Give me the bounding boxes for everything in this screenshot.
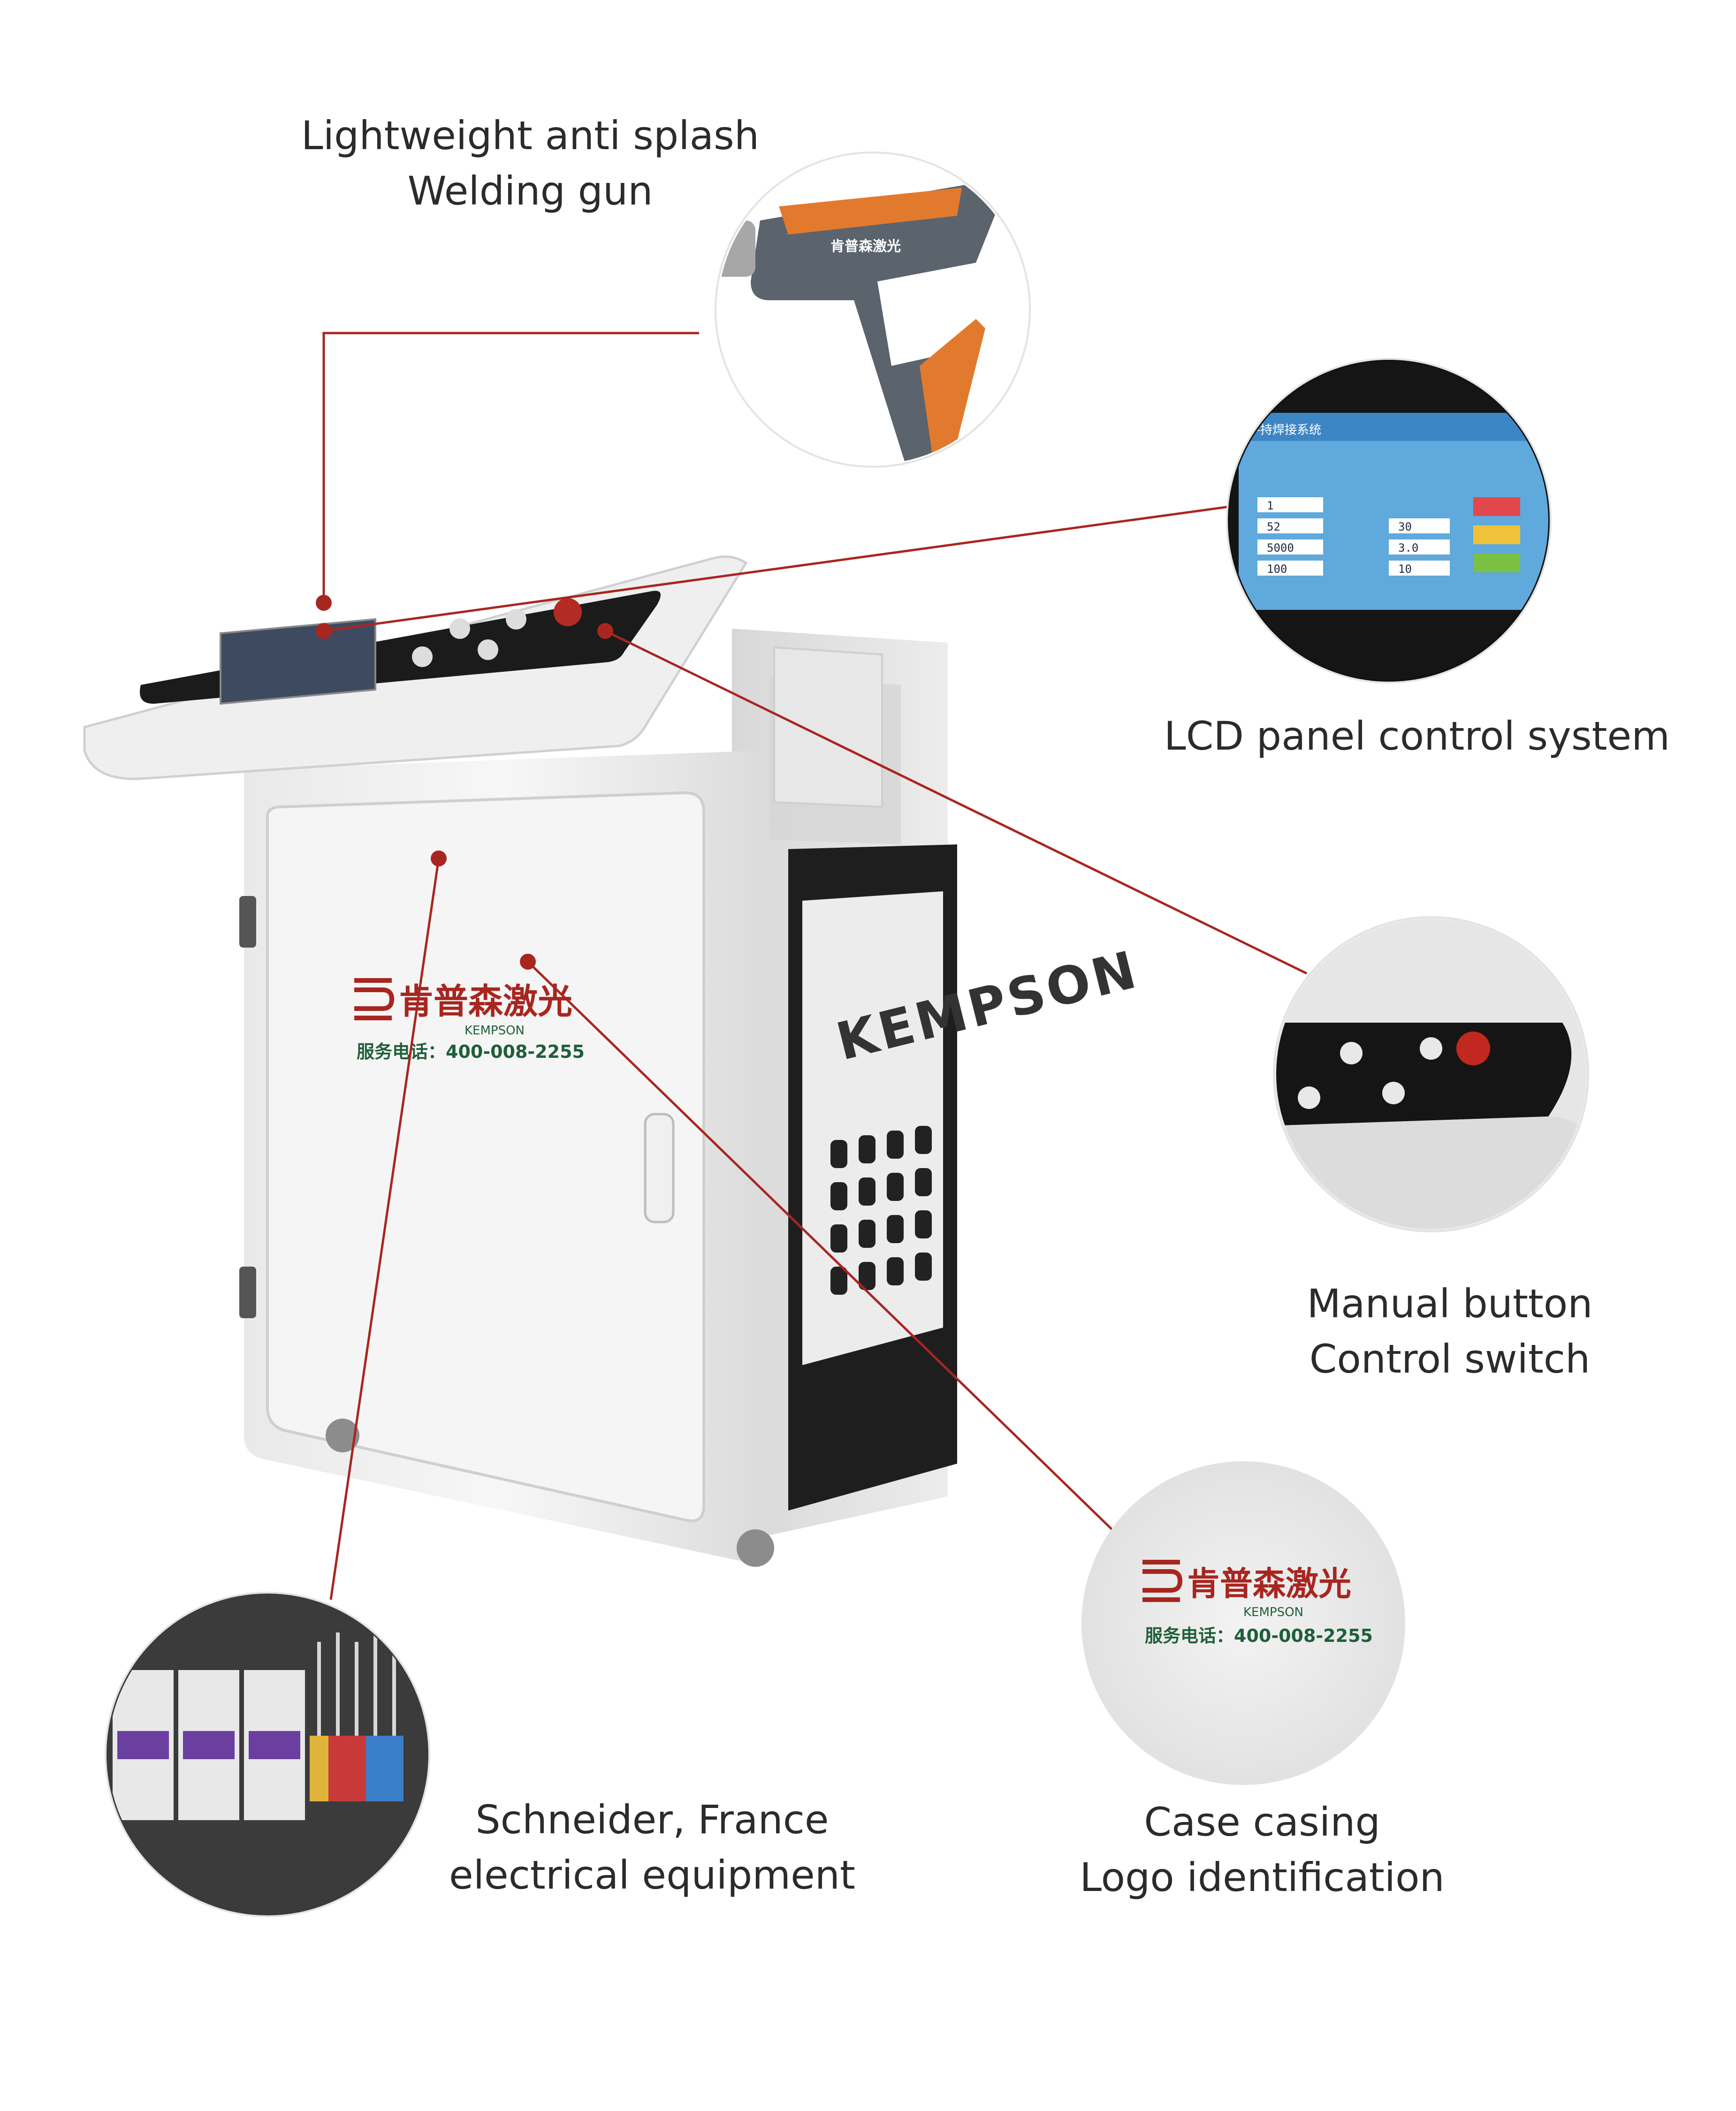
logo-callout-line1: Case casing xyxy=(1144,1799,1380,1845)
svg-text:52: 52 xyxy=(1267,520,1280,533)
svg-text:1: 1 xyxy=(1267,499,1273,512)
door-handle xyxy=(644,1113,675,1223)
electrical-callout-line1: Schneider, France xyxy=(475,1797,829,1843)
electrical-equipment-circle xyxy=(105,1592,430,1917)
anchor-dot-logo xyxy=(520,954,536,970)
anchor-dot-lcd xyxy=(316,623,332,639)
electrical-callout-line2: electrical equipment xyxy=(449,1852,855,1898)
manual-callout-label: Manual button Control switch xyxy=(1220,1276,1680,1387)
svg-text:10: 10 xyxy=(1398,562,1412,576)
leader-lines xyxy=(322,332,1308,1600)
anchor-dot-electrical xyxy=(431,850,447,866)
svg-text:肯普森激光: 肯普森激光 xyxy=(1187,1564,1351,1603)
casing-logo-circle: 肯普森激光 KEMPSON 服务电话：400-008-2255 xyxy=(1081,1461,1405,1785)
logo-callout-line2: Logo identification xyxy=(1080,1854,1445,1900)
svg-text:肯普森激光: 肯普森激光 xyxy=(830,238,901,255)
svg-text:KEMPSON: KEMPSON xyxy=(1243,1605,1303,1619)
lcd-callout-label: LCD panel control system xyxy=(1145,708,1689,764)
welding-gun-circle: 肯普森激光 xyxy=(715,152,1031,468)
machine-door xyxy=(266,791,705,1522)
lcd-callout-line1: LCD panel control system xyxy=(1164,713,1670,759)
electrical-callout-label: Schneider, France electrical equipment xyxy=(422,1792,882,1903)
svg-text:100: 100 xyxy=(1267,562,1287,576)
anchor-dot-manual xyxy=(597,623,613,639)
manual-button-circle xyxy=(1273,916,1589,1232)
svg-text:5000: 5000 xyxy=(1267,541,1294,554)
gun-callout-line1: Lightweight anti splash xyxy=(301,113,760,159)
svg-text:30: 30 xyxy=(1398,520,1412,533)
svg-text:服务电话：400-008-2255: 服务电话：400-008-2255 xyxy=(357,1041,585,1062)
gun-callout-label: Lightweight anti splash Welding gun xyxy=(300,108,760,219)
svg-text:服务电话：400-008-2255: 服务电话：400-008-2255 xyxy=(1145,1625,1373,1646)
manual-callout-line1: Manual button xyxy=(1307,1281,1593,1327)
svg-text:KEMPSON: KEMPSON xyxy=(464,1024,525,1038)
anchor-dot-gun xyxy=(316,595,332,611)
svg-text:肯普森激光: 肯普森激光 xyxy=(399,981,572,1022)
welding-machine: KEMPSON 肯普森激光 KEMPSON 服务电话：400-008-2255 xyxy=(83,555,1144,1567)
logo-callout-label: Case casing Logo identification xyxy=(1032,1794,1492,1905)
manual-callout-line2: Control switch xyxy=(1309,1336,1591,1382)
lcd-panel-circle: 手持焊接系统 1 52 5000 100 30 3.0 10 xyxy=(1226,358,1552,683)
svg-text:3.0: 3.0 xyxy=(1398,541,1418,554)
console-lcd-screen xyxy=(220,618,376,705)
gun-callout-line2: Welding gun xyxy=(407,168,653,214)
door-logo: 肯普森激光 KEMPSON 服务电话：400-008-2255 xyxy=(354,978,585,1062)
